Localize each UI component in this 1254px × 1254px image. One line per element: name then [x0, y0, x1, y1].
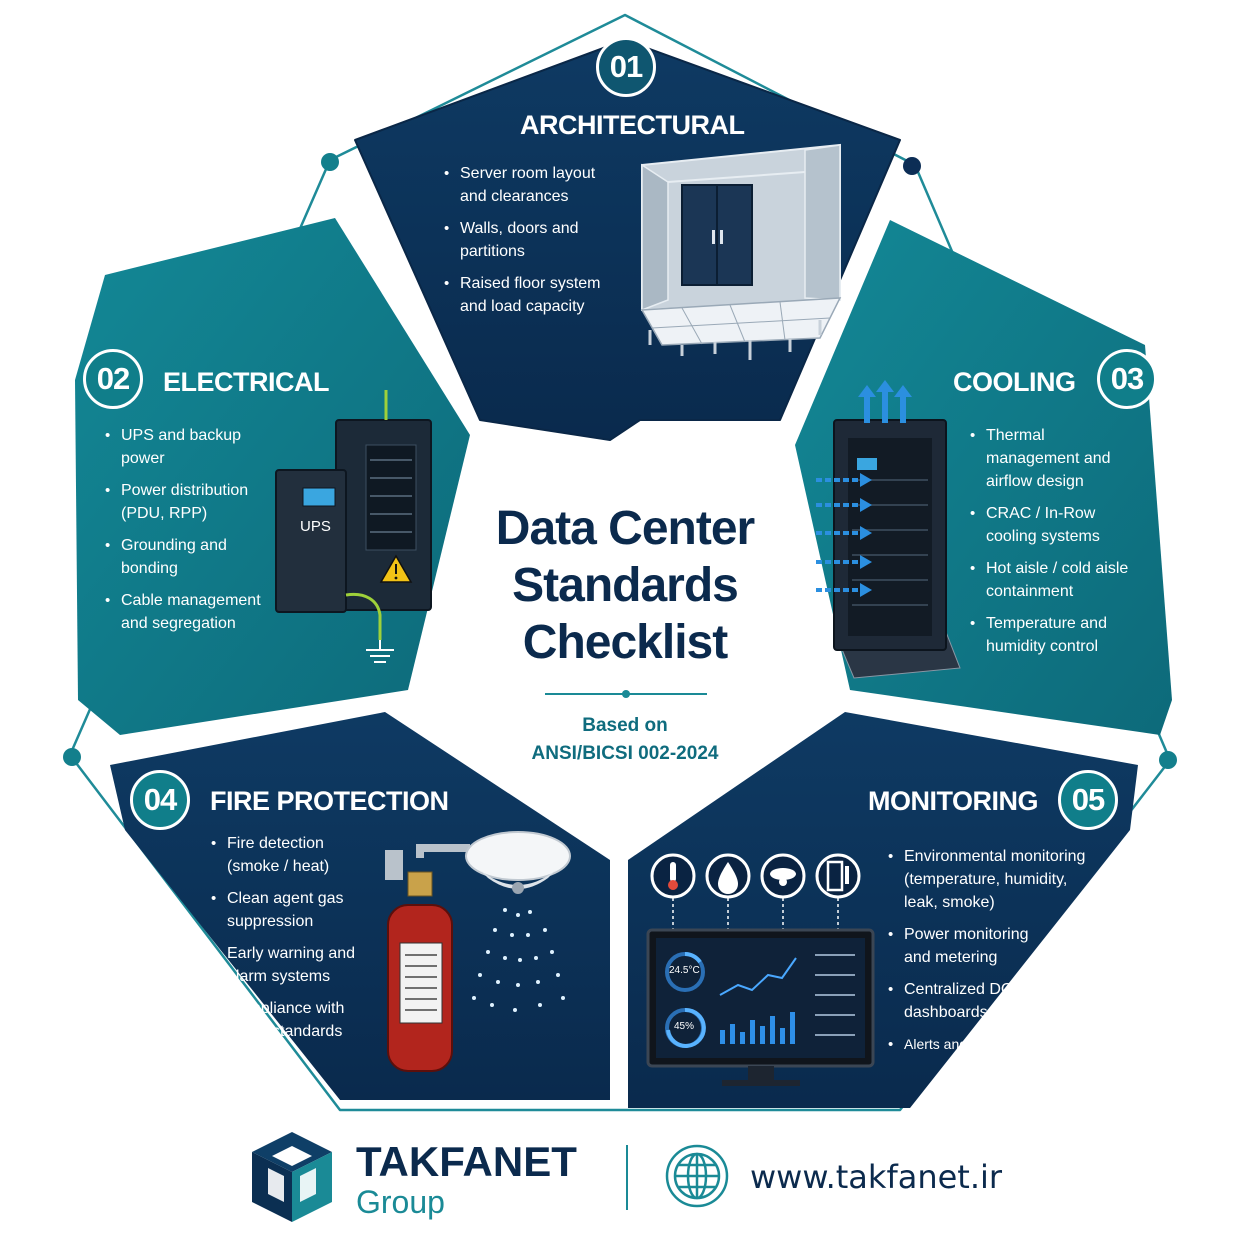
- subtitle-line: Based on: [582, 715, 668, 736]
- section-number-03: 03: [1097, 349, 1157, 409]
- subtitle-line: ANSI/BICSI 002-2024: [531, 743, 719, 764]
- ring-node: [1159, 751, 1177, 769]
- section-number-05: 05: [1058, 770, 1118, 830]
- electrical-list: UPS and backup power Power distribution …: [105, 424, 280, 644]
- cooling-rack-illustration: [816, 380, 961, 679]
- page-subtitle: Based on ANSI/BICSI 002-2024: [460, 712, 790, 768]
- ups-label: UPS: [300, 518, 331, 535]
- title-line: Checklist: [522, 616, 728, 669]
- cooling-list: Thermal management and airflow design CR…: [970, 424, 1140, 667]
- section-number-01: 01: [596, 37, 656, 97]
- list-item: Clean agent gas suppression: [211, 887, 371, 933]
- list-item: Fire detection (smoke / heat): [211, 832, 371, 878]
- monitoring-list: Environmental monitoring (temperature, h…: [888, 845, 1088, 1065]
- website-link[interactable]: www.takfanet.ir: [750, 1158, 1003, 1196]
- section-title-architectural: ARCHITECTURAL: [520, 110, 745, 140]
- airflow-arrows: [858, 380, 912, 423]
- list-item: Early warning and alarm systems: [211, 942, 371, 988]
- smoke-detector: [465, 831, 571, 881]
- water-spray: [472, 908, 565, 1012]
- title-line: Standards: [512, 559, 739, 612]
- list-item: Compliance with NFPA standards: [211, 997, 371, 1043]
- ring-node: [321, 153, 339, 171]
- list-item: Raised floor system and load capacity: [444, 272, 624, 318]
- ups-cabinet-illustration: [275, 390, 432, 663]
- monitoring-illustration: [646, 853, 875, 1086]
- section-title-cooling: COOLING: [953, 367, 1076, 397]
- water-drop-icon: [705, 853, 751, 899]
- list-item: Server room layout and clearances: [444, 162, 624, 208]
- section-number-04: 04: [130, 770, 190, 830]
- section-title-electrical: ELECTRICAL: [163, 367, 330, 397]
- humidity-readout: 45%: [674, 1021, 695, 1032]
- ring-node: [63, 748, 81, 766]
- list-item: Centralized DCIM and dashboards: [888, 978, 1064, 1024]
- smoke-detector-icon: [760, 853, 806, 899]
- list-item: Grounding and bonding: [105, 534, 241, 580]
- list-item: Power distribution (PDU, RPP): [105, 479, 280, 525]
- fire-protection-list: Fire detection (smoke / heat) Clean agen…: [211, 832, 371, 1052]
- brand-name: TAKFANET: [356, 1138, 577, 1185]
- section-number-02: 02: [83, 349, 143, 409]
- list-item: Walls, doors and partitions: [444, 217, 624, 263]
- door-sensor-icon: [815, 853, 861, 899]
- brand-group: Group: [356, 1184, 445, 1220]
- list-item: Environmental monitoring (temperature, h…: [888, 845, 1088, 914]
- brand-block: TAKFANET Group: [356, 1138, 577, 1221]
- list-item: UPS and backup power: [105, 424, 280, 470]
- list-item: Temperature and humidity control: [970, 612, 1140, 658]
- ring-node: [903, 157, 921, 175]
- temperature-readout: 24.5°C: [669, 965, 700, 976]
- list-item: CRAC / In-Row cooling systems: [970, 502, 1140, 548]
- list-item: Hot aisle / cold aisle containment: [970, 557, 1140, 603]
- fire-suppression-illustration: [385, 831, 571, 1072]
- cube-logo-icon: [252, 1132, 332, 1222]
- ground-symbol-icon: [366, 640, 394, 663]
- list-item: Power monitoring and metering: [888, 923, 1054, 969]
- architectural-list: Server room layout and clearances Walls,…: [444, 162, 624, 327]
- list-item: Alerts and reporting: [888, 1033, 1088, 1056]
- server-room-illustration: [640, 143, 842, 360]
- title-line: Data Center: [495, 502, 755, 555]
- list-item: Thermal management and airflow design: [970, 424, 1140, 493]
- section-title-fire-protection: FIRE PROTECTION: [210, 786, 449, 816]
- section-title-monitoring: MONITORING: [868, 786, 1039, 816]
- page-title: Data Center Standards Checklist: [450, 500, 800, 671]
- list-item: Cable management and segregation: [105, 589, 280, 635]
- globe-icon: [665, 1144, 729, 1208]
- thermometer-icon: [650, 853, 696, 899]
